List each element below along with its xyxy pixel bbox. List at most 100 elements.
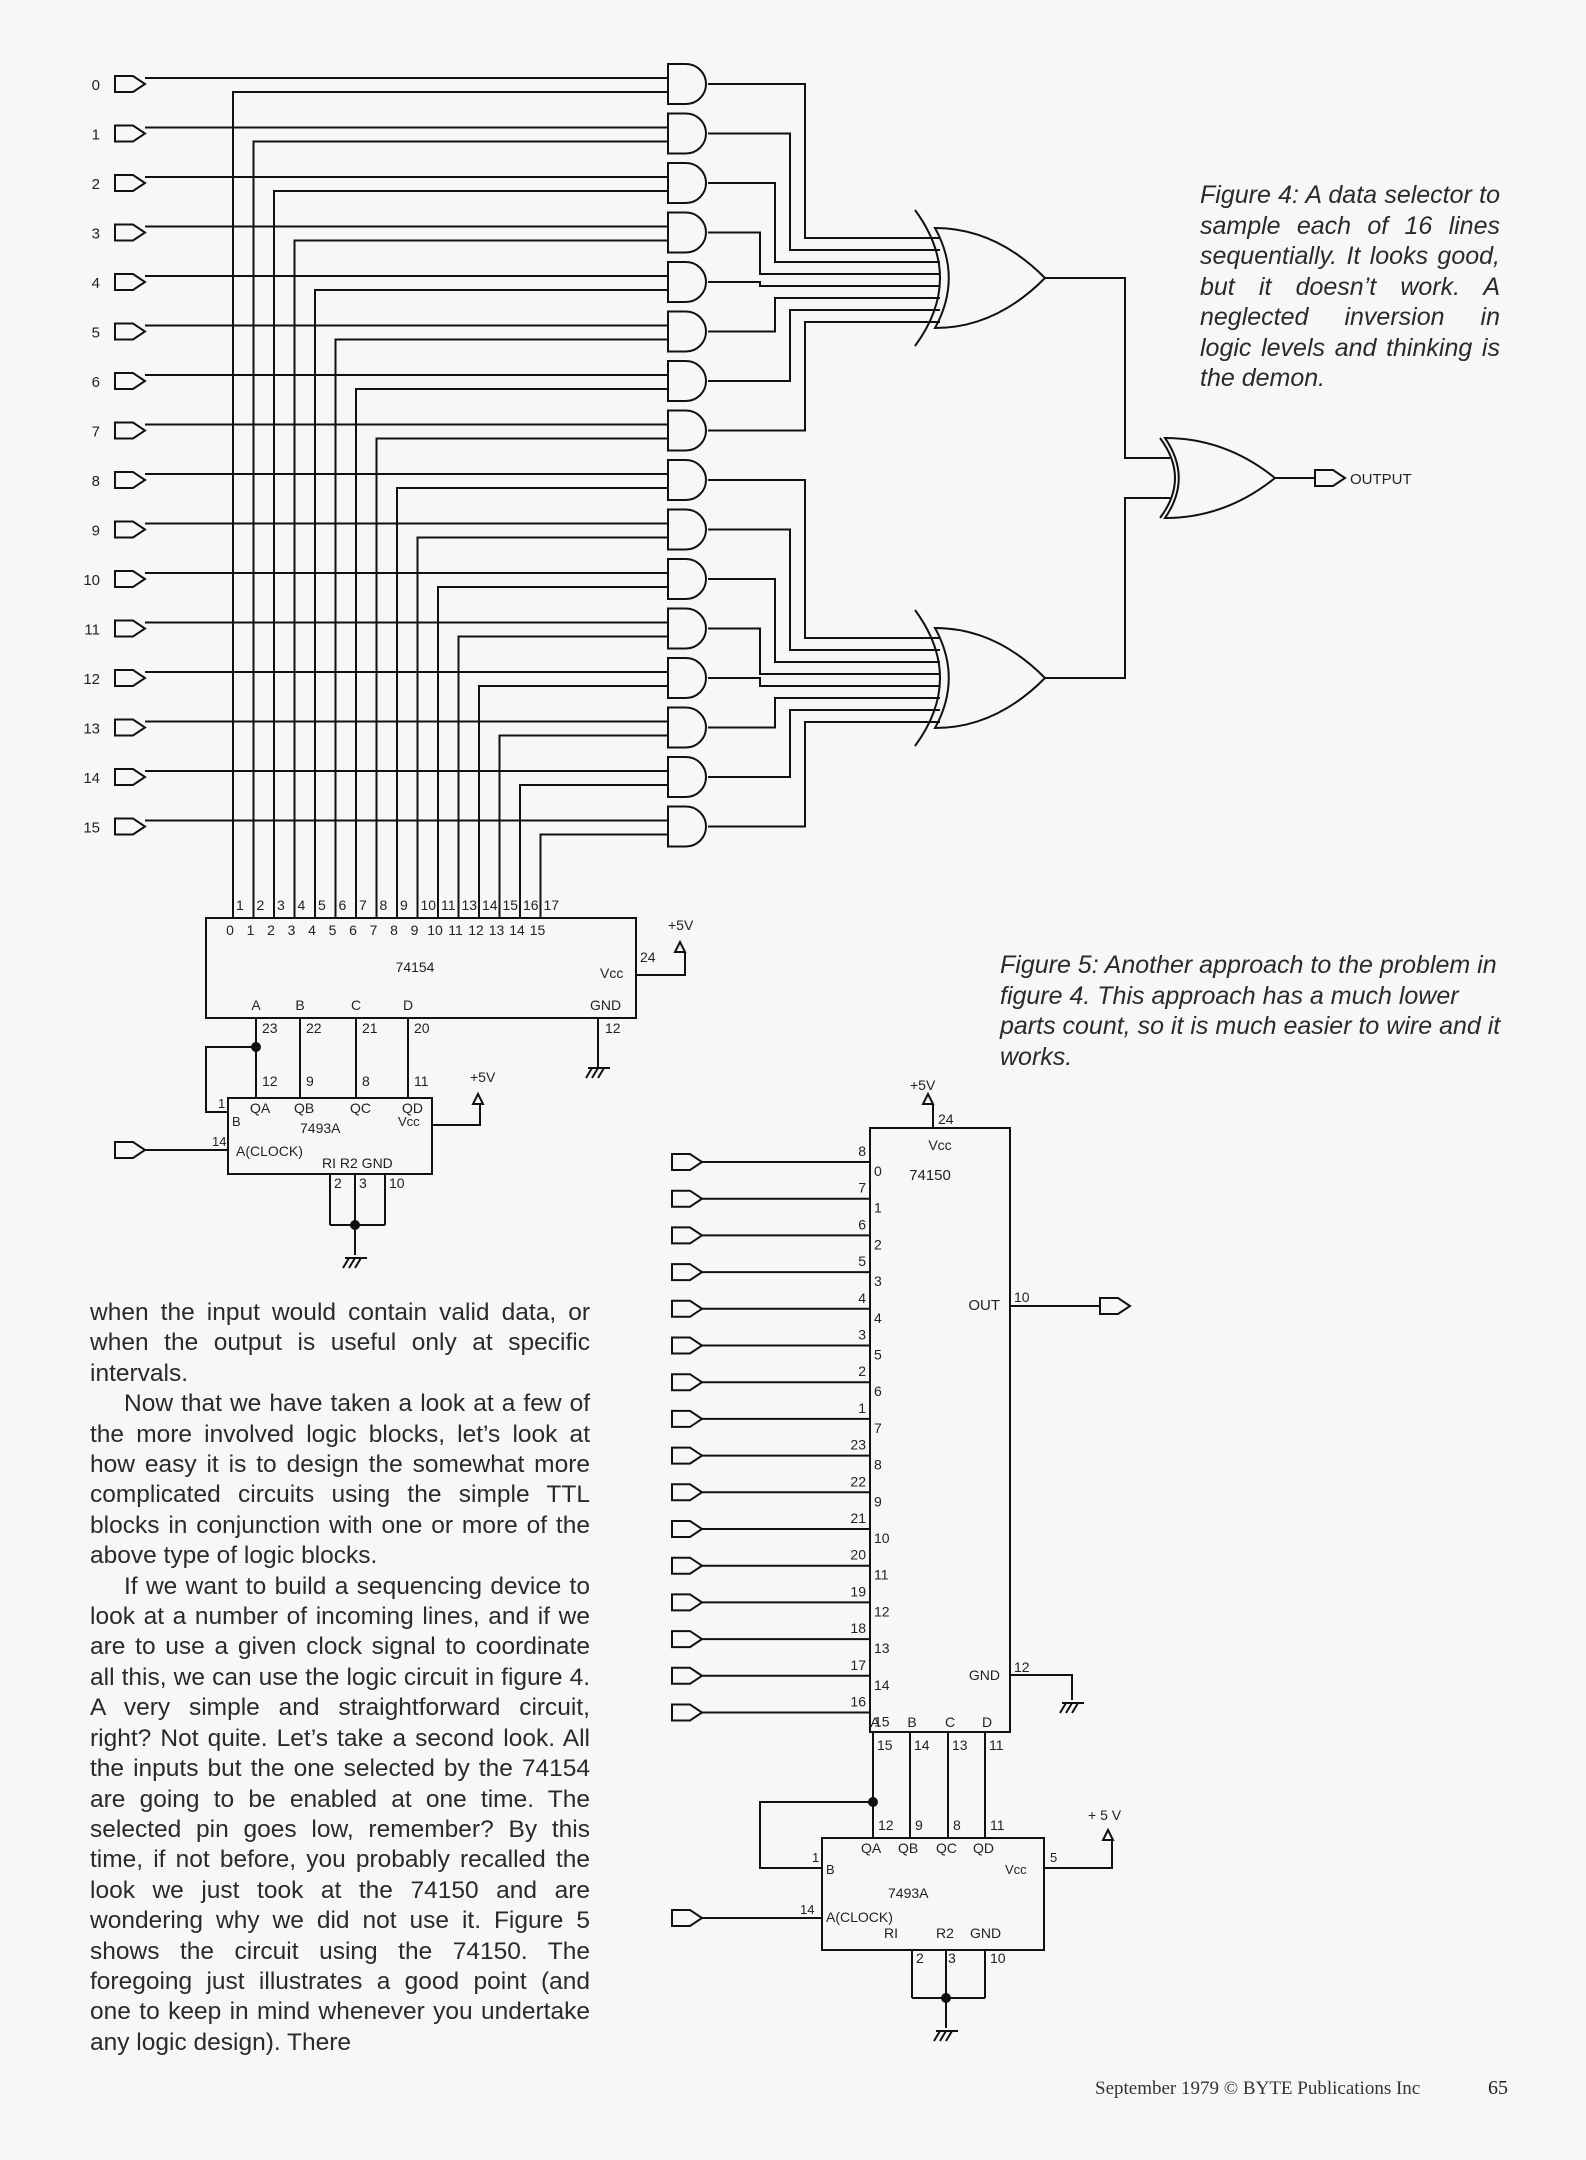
- 74154-vcc: Vcc: [600, 965, 623, 981]
- decoder-line-7: [375, 437, 668, 918]
- ground-icon: [933, 2030, 958, 2042]
- ground-hatch: [348, 1257, 356, 1269]
- fig5-input-terminal-5: [671, 1336, 704, 1355]
- or2-to-final: [1045, 497, 1170, 679]
- 74150-in-pin-5: 3: [858, 1327, 866, 1343]
- fig5-7493-vcc: Vcc: [1005, 1862, 1027, 1877]
- fig5-7493-b-pin: 1: [812, 1850, 819, 1865]
- fig5-7493-top-pin-0: 12: [878, 1817, 894, 1833]
- 74154-output-3: 3: [288, 922, 296, 938]
- fig5-input-terminal-6: [671, 1373, 704, 1392]
- decoder-line-13: [498, 734, 668, 918]
- or1-input-6: [708, 309, 940, 382]
- or-gate-1-back: [914, 209, 941, 347]
- input-label-1: 1: [92, 127, 100, 144]
- 7493-name: 7493A: [300, 1120, 341, 1136]
- or2-input-7: [708, 721, 940, 828]
- 74154-pin-11: 13: [462, 897, 478, 913]
- fig5-7493-vcc-pin: 5: [1050, 1850, 1057, 1865]
- 74150-in-pin-13: 18: [850, 1620, 866, 1636]
- or2-input-3: [708, 627, 940, 675]
- or2-input-0: [708, 479, 940, 639]
- ground-hatch: [939, 2030, 947, 2042]
- footer-credit: September 1979 © BYTE Publications Inc: [1095, 2078, 1421, 2099]
- 74154-pin-5: 6: [339, 897, 347, 913]
- input-label-12: 12: [83, 671, 100, 688]
- 74154-output-14: 14: [509, 922, 525, 938]
- fig5-input-terminal-11: [671, 1556, 704, 1575]
- 74154-pin-1: 2: [257, 897, 265, 913]
- and-gate-6: [667, 360, 707, 402]
- fig5-addr-A: A: [870, 1714, 880, 1730]
- fig5-7493-top-pin-3: 11: [990, 1817, 1005, 1833]
- 74154-pin-2: 3: [277, 897, 285, 913]
- and-gate-9: [667, 508, 707, 551]
- 74150-in-label-9: 9: [874, 1493, 882, 1509]
- ground-icon: [1059, 1702, 1084, 1714]
- fig5-input-terminal-4: [671, 1299, 704, 1318]
- input-label-14: 14: [83, 770, 100, 787]
- decoder-line-10: [437, 586, 668, 918]
- vcc-arrow-icon: [921, 1091, 935, 1105]
- ground-hatch: [1071, 1702, 1079, 1714]
- 7493-top-pin-2: 8: [362, 1073, 370, 1089]
- figure-5-schematic: Vcc74150+5V24807162534435261723822921102…: [671, 1077, 1132, 2042]
- addr-pin-2: 21: [362, 1020, 378, 1036]
- or-gate-final-back: [1159, 437, 1176, 519]
- fig5-input-terminal-0: [671, 1153, 704, 1171]
- 74150-in-pin-3: 5: [858, 1253, 866, 1269]
- fig5-7493-top-pin-2: 8: [953, 1817, 961, 1833]
- decoder-line-4: [314, 289, 668, 918]
- decoder-line-14: [519, 784, 668, 918]
- input-terminal-0: [114, 75, 147, 93]
- 74154-output-5: 5: [329, 922, 337, 938]
- input-terminal-2: [114, 174, 147, 192]
- fig5-b-feedback-wire: [759, 1801, 873, 1869]
- decoder-line-9: [416, 536, 668, 918]
- or2-input-1: [708, 528, 940, 651]
- fig5-addr-B: B: [907, 1714, 916, 1730]
- fig5-addr-pin-3: 11: [989, 1737, 1004, 1753]
- fig5-output-terminal: [1099, 1297, 1132, 1315]
- input-terminal-9: [114, 520, 147, 539]
- 74150-in-pin-0: 8: [858, 1143, 866, 1159]
- and-gate-15: [667, 805, 707, 848]
- paragraph-2: Now that we have taken a look at a few o…: [90, 1390, 590, 1570]
- fig5-input-terminal-7: [671, 1409, 704, 1428]
- input-terminal-14: [114, 768, 147, 786]
- 7493-r: RI R2 GND: [322, 1155, 393, 1171]
- fig5-7493-q-2: QC: [936, 1840, 957, 1856]
- 74154-output-8: 8: [390, 922, 398, 938]
- 7493-top-pin-1: 9: [306, 1073, 314, 1089]
- 74154-output-6: 6: [349, 922, 357, 938]
- input-label-10: 10: [83, 572, 100, 589]
- 74154-output-7: 7: [370, 922, 378, 938]
- input-label-4: 4: [92, 275, 100, 292]
- or1-to-final: [1045, 277, 1170, 459]
- 7493-top-pin-0: 12: [262, 1073, 278, 1089]
- fig5-7493-q-0: QA: [861, 1840, 882, 1856]
- 74150-in-label-12: 12: [874, 1603, 890, 1619]
- 74154-pin-14: 16: [523, 897, 539, 913]
- ground-hatch: [1059, 1702, 1067, 1714]
- 74150-in-label-1: 1: [874, 1200, 882, 1216]
- 74150-in-label-7: 7: [874, 1420, 882, 1436]
- or1-input-7: [708, 321, 940, 432]
- ground-hatch: [585, 1067, 593, 1079]
- 7493-clock-pin: 14: [212, 1134, 226, 1149]
- decoder-line-15: [539, 833, 668, 918]
- 7493-q-0: QA: [250, 1100, 271, 1116]
- fig5-input-terminal-10: [671, 1520, 704, 1538]
- 74150-plus5: +5V: [910, 1077, 936, 1093]
- 74154-output-15: 15: [530, 922, 546, 938]
- 74154-vcc-pin: 24: [640, 949, 656, 965]
- input-terminal-3: [114, 223, 147, 242]
- or1-input-1: [708, 132, 940, 251]
- 7493-vcc-wire: [432, 1104, 481, 1126]
- addr-label-B: B: [295, 997, 304, 1013]
- 74154-gnd: GND: [590, 997, 621, 1013]
- fig5-7493-name: 7493A: [888, 1885, 929, 1901]
- input-terminal-15: [114, 817, 147, 836]
- 74154-pin-7: 8: [380, 897, 388, 913]
